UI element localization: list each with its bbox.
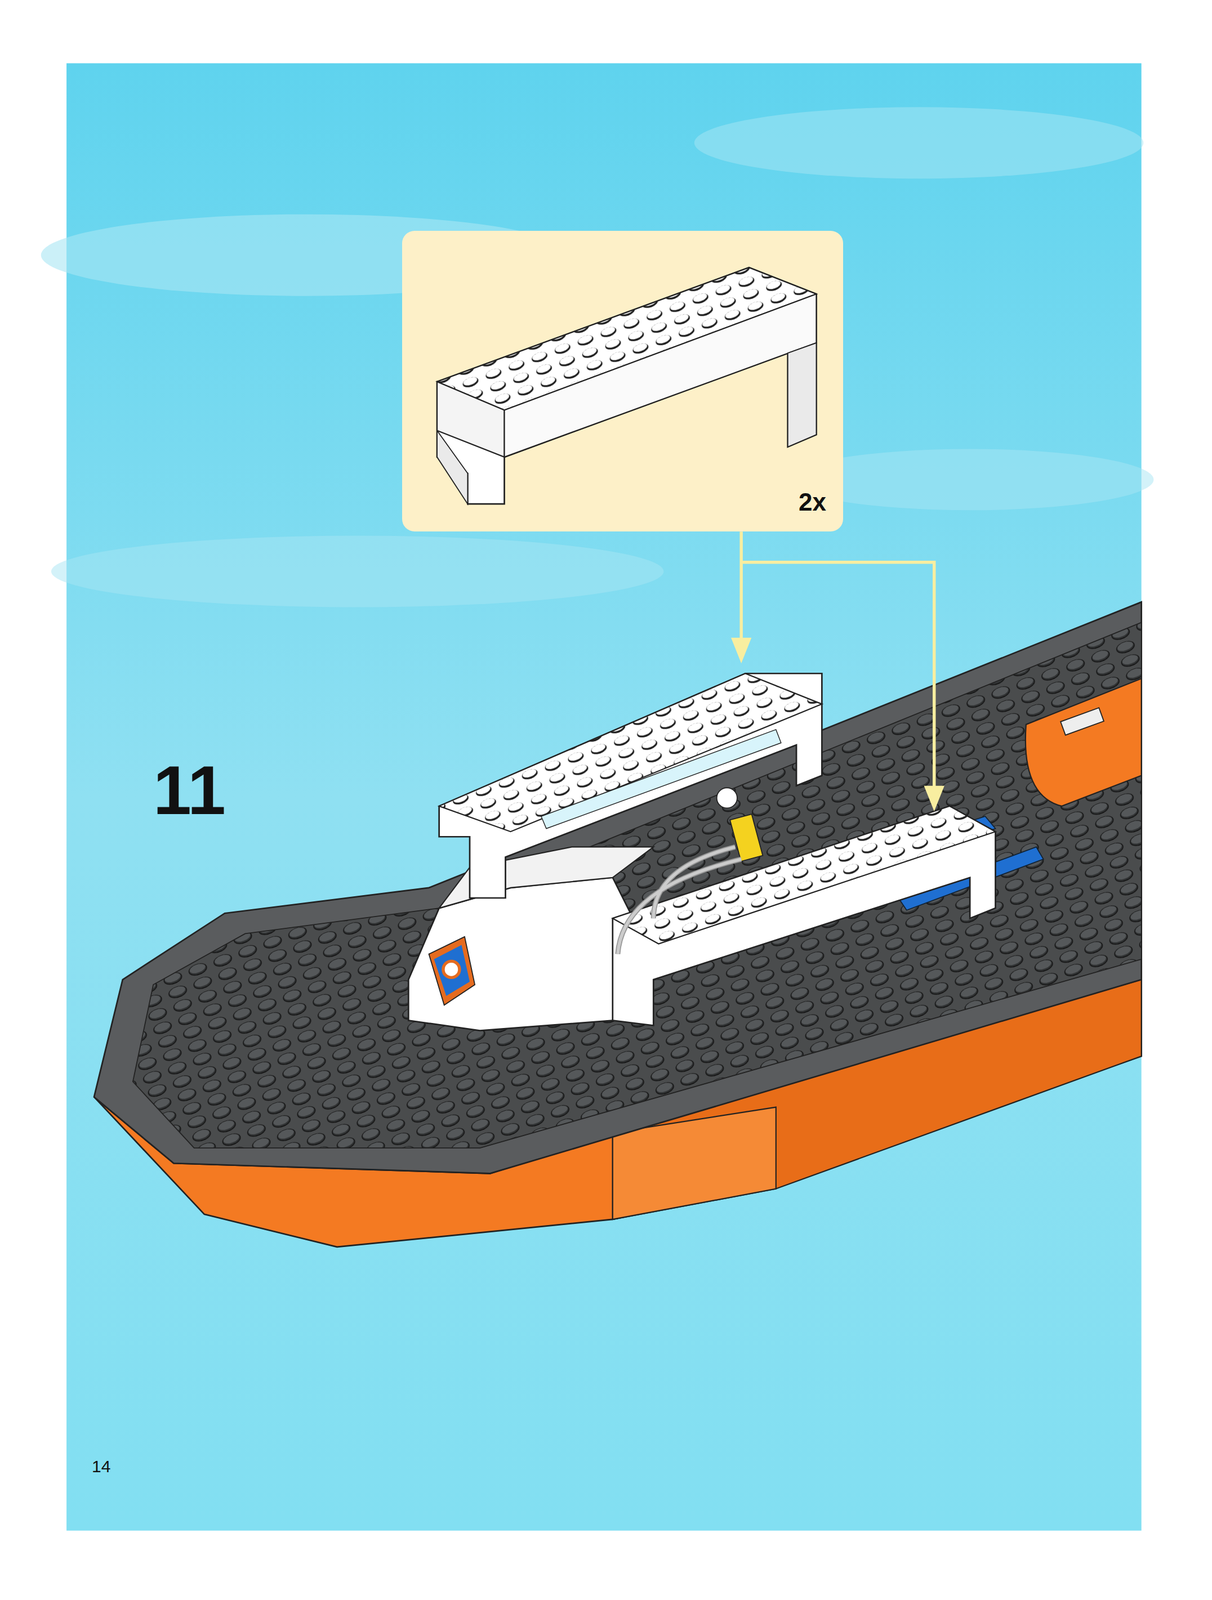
step-number: 11 [153,756,226,826]
arch-brick-illustration [402,230,844,532]
callout-box: 2x [402,230,844,532]
page-number: 14 [91,1458,111,1476]
quantity-label: 2x [798,489,827,515]
